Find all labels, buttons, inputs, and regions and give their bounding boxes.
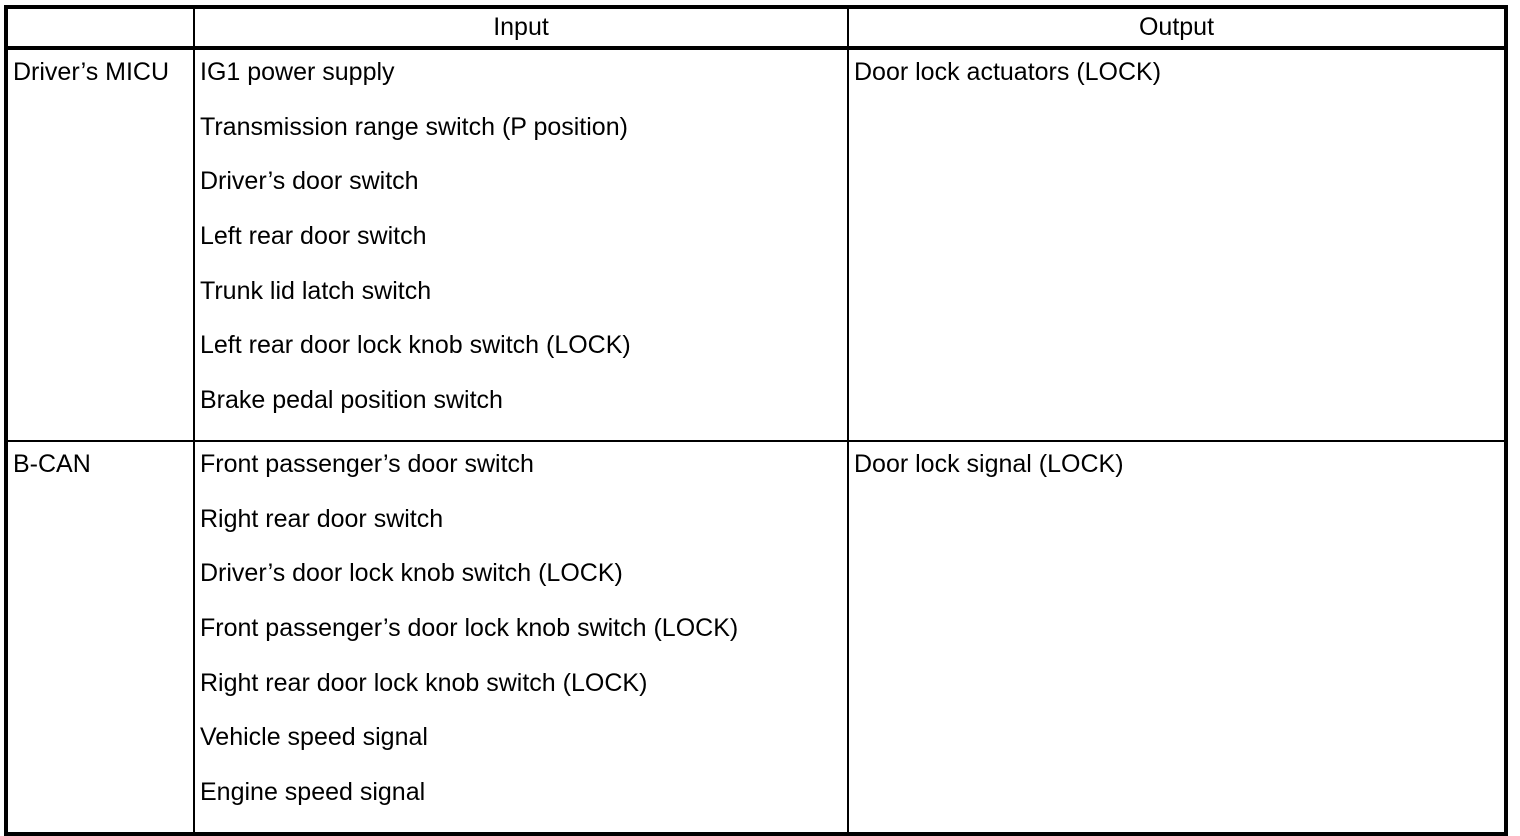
cell-category: B-CAN bbox=[6, 439, 195, 834]
table-row: B-CAN Front passenger’s door switch Righ… bbox=[6, 439, 1506, 834]
cell-category: Driver’s MICU bbox=[6, 48, 195, 441]
cell-input: Front passenger’s door switch Right rear… bbox=[194, 439, 849, 834]
cell-input: IG1 power supply Transmission range swit… bbox=[194, 48, 849, 441]
input-item-list: Front passenger’s door switch Right rear… bbox=[200, 449, 847, 832]
cell-output: Door lock signal (LOCK) bbox=[848, 439, 1506, 834]
list-item: Transmission range switch (P position) bbox=[200, 112, 628, 141]
list-item: Brake pedal position switch bbox=[200, 386, 503, 415]
header-output: Output bbox=[848, 7, 1506, 50]
table-header: Input Output bbox=[6, 7, 1506, 50]
category-label: Driver’s MICU bbox=[13, 58, 170, 86]
list-item: Right rear door switch bbox=[200, 504, 444, 533]
input-item-list: IG1 power supply Transmission range swit… bbox=[200, 57, 847, 440]
header-input: Input bbox=[194, 7, 849, 50]
list-item: Front passenger’s door switch bbox=[200, 449, 534, 478]
list-item: IG1 power supply bbox=[200, 58, 395, 86]
output-item-list: Door lock actuators (LOCK) bbox=[854, 57, 1504, 87]
list-item: Engine speed signal bbox=[200, 777, 426, 806]
table-body: Driver’s MICU IG1 power supply Transmiss… bbox=[6, 48, 1506, 834]
category-label: B-CAN bbox=[13, 449, 91, 478]
list-item: Door lock signal (LOCK) bbox=[854, 449, 1124, 478]
list-item: Vehicle speed signal bbox=[200, 723, 428, 752]
list-item: Driver’s door switch bbox=[200, 167, 419, 196]
list-item: Door lock actuators (LOCK) bbox=[854, 58, 1162, 86]
cell-output: Door lock actuators (LOCK) bbox=[848, 48, 1506, 441]
list-item: Right rear door lock knob switch (LOCK) bbox=[200, 668, 648, 697]
list-item: Trunk lid latch switch bbox=[200, 276, 432, 305]
input-output-table: Input Output Driver’s MICU IG1 power sup… bbox=[4, 5, 1508, 836]
page-root: Input Output Driver’s MICU IG1 power sup… bbox=[4, 5, 1508, 836]
header-row: Input Output bbox=[6, 7, 1506, 50]
output-item-list: Door lock signal (LOCK) bbox=[854, 449, 1504, 479]
list-item: Front passenger’s door lock knob switch … bbox=[200, 613, 739, 642]
list-item: Left rear door lock knob switch (LOCK) bbox=[200, 331, 631, 360]
table-row: Driver’s MICU IG1 power supply Transmiss… bbox=[6, 48, 1506, 441]
header-category bbox=[6, 7, 195, 50]
list-item: Driver’s door lock knob switch (LOCK) bbox=[200, 559, 623, 588]
list-item: Left rear door switch bbox=[200, 222, 427, 251]
